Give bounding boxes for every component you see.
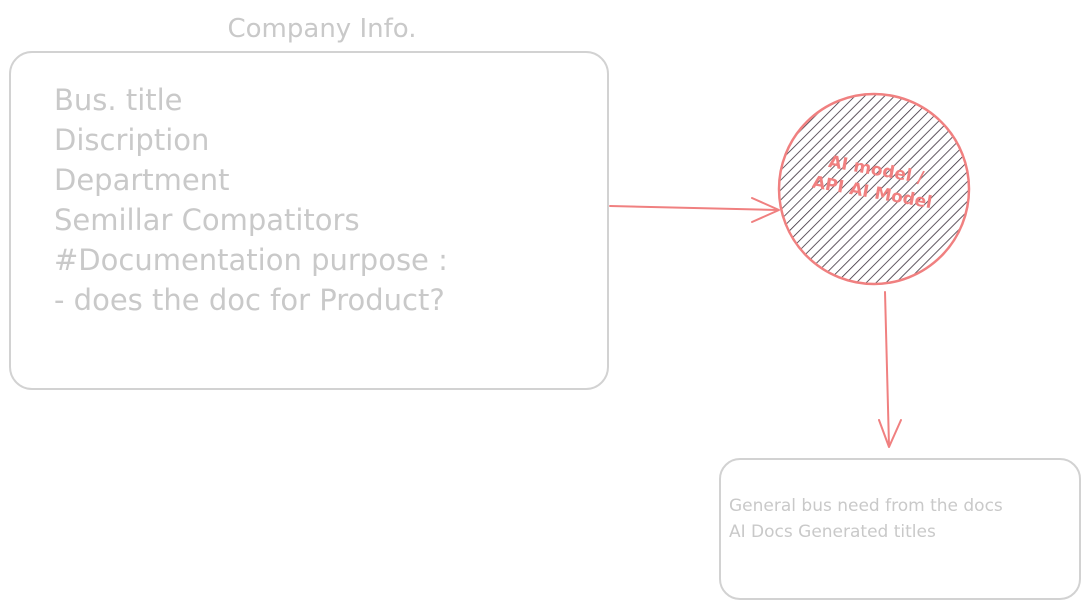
output-box[interactable] <box>719 458 1081 600</box>
output-line-bus-need: General bus need from the docs <box>729 496 1003 516</box>
arrow-model-to-output <box>878 291 902 448</box>
ai-model-node[interactable]: AI model / API AI Model <box>777 92 971 286</box>
company-line-bus-title: Bus. title <box>54 83 183 117</box>
company-line-product-doc: - does the doc for Product? <box>54 283 445 317</box>
arrow-model-to-output-head <box>878 419 902 448</box>
company-line-doc-purpose: #Documentation purpose : <box>54 243 448 277</box>
output-line-generated-titles: AI Docs Generated titles <box>729 522 936 542</box>
company-info-group: Company Info. Bus. title Discription Dep… <box>9 14 609 390</box>
arrow-company-to-model-head <box>751 197 780 223</box>
company-line-department: Department <box>54 163 230 197</box>
output-group: General bus need from the docs AI Docs G… <box>719 458 1081 600</box>
ai-model-hatch-fill <box>779 94 969 284</box>
company-info-title: Company Info. <box>228 14 417 44</box>
company-line-competitors: Semillar Compatitors <box>54 203 360 237</box>
arrow-company-to-model <box>609 197 780 223</box>
company-line-description: Discription <box>54 123 209 157</box>
arrow-company-to-model-line <box>609 205 779 211</box>
arrow-model-to-output-line <box>884 291 890 447</box>
company-info-box[interactable] <box>9 51 609 390</box>
ai-model-circle <box>777 92 971 286</box>
